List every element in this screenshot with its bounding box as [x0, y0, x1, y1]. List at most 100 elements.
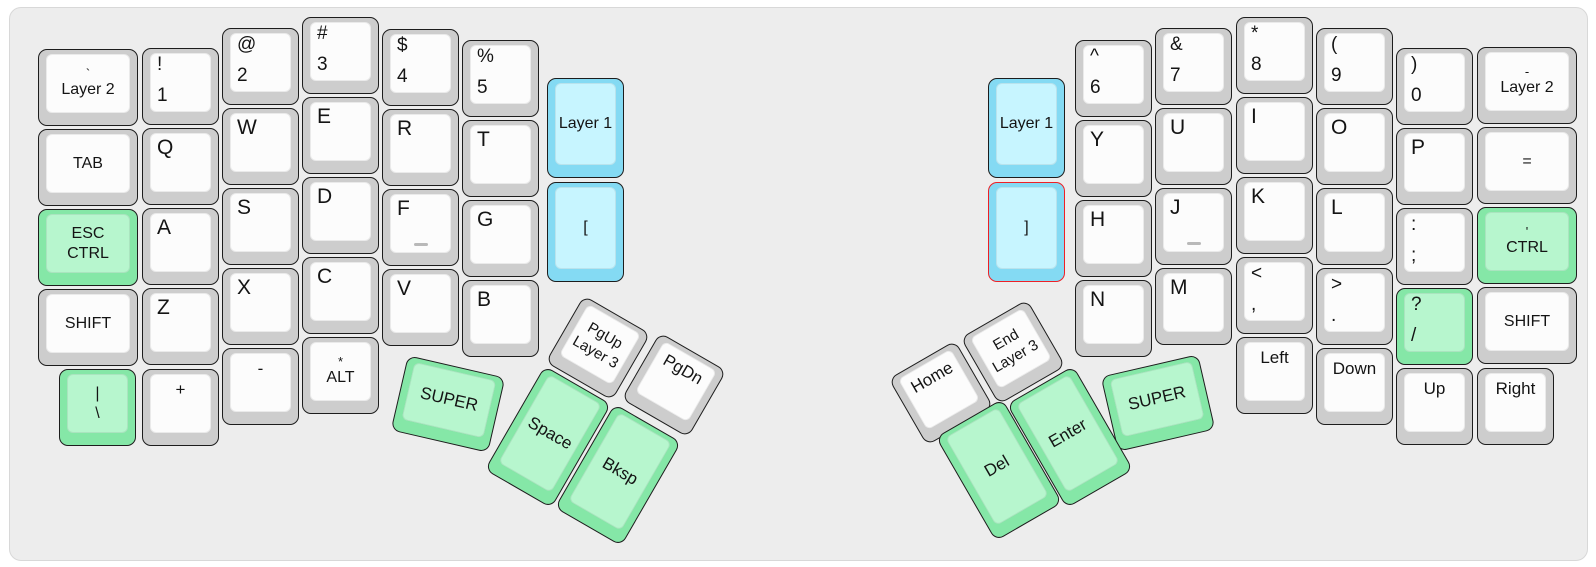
key-legend: .: [1331, 305, 1337, 327]
key-legend: Down: [1332, 359, 1377, 378]
keycap-top: (9: [1324, 33, 1385, 92]
key-legend: &: [1170, 34, 1183, 55]
key-r-o[interactable]: O: [1316, 108, 1393, 185]
key-l-lbracket[interactable]: [: [547, 182, 624, 282]
key-legend: F: [397, 197, 410, 220]
key-legend: ]: [1024, 219, 1029, 237]
key-r-rbracket[interactable]: ]: [988, 182, 1065, 282]
key-legend: |: [95, 384, 100, 402]
keycap-top: 'CTRL: [1485, 212, 1569, 271]
key-legend: /: [1411, 325, 1417, 347]
keycap-top: L: [1324, 193, 1385, 252]
key-r-right[interactable]: Right: [1477, 368, 1554, 445]
key-legend: !: [157, 54, 163, 75]
key-l-b[interactable]: B: [462, 280, 539, 357]
key-r-lt-comma[interactable]: <,: [1236, 257, 1313, 334]
key-legend: R: [397, 117, 413, 140]
keycap-top: P: [1404, 133, 1465, 192]
key-l-tab[interactable]: TAB: [38, 129, 138, 206]
key-l-layer1[interactable]: Layer 1: [547, 78, 624, 178]
key-r-up[interactable]: Up: [1396, 368, 1473, 445]
key-l-q[interactable]: Q: [142, 128, 219, 205]
key-r-gt-period[interactable]: >.: [1316, 268, 1393, 345]
key-r-shift[interactable]: SHIFT: [1477, 287, 1577, 364]
key-r-p[interactable]: P: [1396, 128, 1473, 205]
keycap-top: %5: [470, 45, 531, 104]
key-r-minus-layer2[interactable]: -Layer 2: [1477, 47, 1577, 124]
key-l-a[interactable]: A: [142, 208, 219, 285]
key-legend: 6: [1090, 77, 1101, 99]
key-l-e[interactable]: E: [302, 97, 379, 174]
key-r-l[interactable]: L: [1316, 188, 1393, 265]
key-l-f[interactable]: F: [382, 189, 459, 266]
keycap-top: U: [1163, 113, 1224, 172]
key-r-m[interactable]: M: [1155, 268, 1232, 345]
key-r-j[interactable]: J: [1155, 188, 1232, 265]
key-legend: U: [1170, 116, 1186, 139]
keycap-top: E: [310, 102, 371, 161]
keycap-top: Layer 1: [996, 83, 1057, 165]
key-r-caret-6[interactable]: ^6: [1075, 40, 1152, 117]
key-r-down[interactable]: Down: [1316, 348, 1393, 425]
key-l-w[interactable]: W: [222, 108, 299, 185]
key-r-rparen-0[interactable]: )0: [1396, 48, 1473, 125]
keycap-top: `Layer 2: [46, 54, 130, 113]
key-l-s[interactable]: S: [222, 188, 299, 265]
key-l-g[interactable]: G: [462, 200, 539, 277]
key-l-exclam-1[interactable]: !1: [142, 48, 219, 125]
key-l-hash-3[interactable]: #3: [302, 17, 379, 94]
keycap-top: T: [470, 125, 531, 184]
key-l-minus[interactable]: -: [222, 348, 299, 425]
key-legend: I: [1251, 105, 1257, 128]
keycap-top: D: [310, 182, 371, 241]
keycap-top: H: [1083, 205, 1144, 264]
keycap-top: M: [1163, 273, 1224, 332]
key-r-n[interactable]: N: [1075, 280, 1152, 357]
key-legend: CTRL: [67, 244, 109, 262]
key-l-z[interactable]: Z: [142, 288, 219, 365]
key-l-dollar-4[interactable]: $4: [382, 29, 459, 106]
key-l-plus[interactable]: +: [142, 369, 219, 446]
keycap-top: =: [1485, 132, 1569, 191]
key-r-layer1[interactable]: Layer 1: [988, 78, 1065, 178]
key-legend: S: [237, 196, 252, 219]
key-r-i[interactable]: I: [1236, 97, 1313, 174]
key-l-at-2[interactable]: @2: [222, 28, 299, 105]
key-r-lparen-9[interactable]: (9: [1316, 28, 1393, 105]
key-r-amp-7[interactable]: &7: [1155, 28, 1232, 105]
key-l-x[interactable]: X: [222, 268, 299, 345]
keycap-top: B: [470, 285, 531, 344]
key-legend: ): [1411, 54, 1418, 75]
key-legend: TAB: [73, 154, 103, 172]
key-l-t[interactable]: T: [462, 120, 539, 197]
key-r-quote-ctrl[interactable]: 'CTRL: [1477, 207, 1577, 284]
key-r-h[interactable]: H: [1075, 200, 1152, 277]
key-legend: SHIFT: [1503, 312, 1551, 330]
keycap-top: W: [230, 113, 291, 172]
key-r-y[interactable]: Y: [1075, 120, 1152, 197]
key-legend: 4: [397, 66, 408, 88]
key-r-k[interactable]: K: [1236, 177, 1313, 254]
key-l-pct-5[interactable]: %5: [462, 40, 539, 117]
key-l-pipe-backslash[interactable]: |\: [59, 369, 136, 446]
key-l-grave-layer2[interactable]: `Layer 2: [38, 49, 138, 126]
key-r-question-slash[interactable]: ?/: [1396, 288, 1473, 365]
key-l-d[interactable]: D: [302, 177, 379, 254]
keycap-top: #3: [310, 22, 371, 81]
key-legend: ^: [1090, 46, 1099, 67]
key-l-r[interactable]: R: [382, 109, 459, 186]
keycap-top: $4: [390, 34, 451, 93]
key-r-u[interactable]: U: [1155, 108, 1232, 185]
keycap-top: ?/: [1404, 293, 1465, 352]
key-r-ast-8[interactable]: *8: [1236, 17, 1313, 94]
key-r-equals[interactable]: =: [1477, 127, 1577, 204]
key-r-left[interactable]: Left: [1236, 337, 1313, 414]
key-l-c[interactable]: C: [302, 257, 379, 334]
key-l-ast-alt[interactable]: *ALT: [302, 337, 379, 414]
keycap-top: Z: [150, 293, 211, 352]
key-r-colon-semi[interactable]: :;: [1396, 208, 1473, 285]
keycap-top: -: [230, 353, 291, 412]
key-l-v[interactable]: V: [382, 269, 459, 346]
key-l-shift[interactable]: SHIFT: [38, 289, 138, 366]
